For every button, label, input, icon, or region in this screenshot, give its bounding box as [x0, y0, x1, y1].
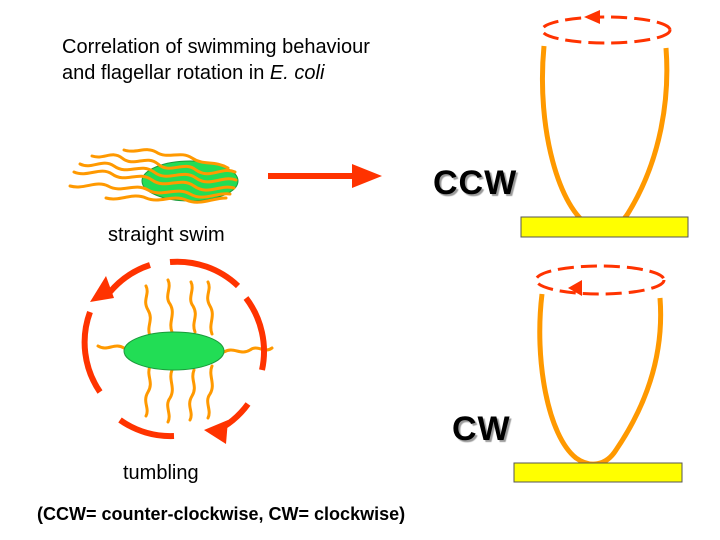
cell-body [123, 331, 225, 371]
cw-label: CW [452, 410, 511, 448]
cw-motor-base [513, 462, 683, 483]
title-line-1: Correlation of swimming behaviour [62, 36, 370, 58]
cw-flagellum-diagram [513, 264, 683, 483]
tumbling-flagella [96, 278, 274, 424]
flagella-bundle [68, 148, 238, 204]
cw-rotation-arrowhead [568, 280, 582, 296]
tumbling-bacterium [96, 278, 274, 424]
tumbling-rotation-arrows [81, 258, 267, 440]
title-line-2-prefix: and flagellar rotation in [62, 62, 270, 84]
cw-rotation-ring [534, 264, 666, 296]
title-species: E. coli [269, 62, 325, 84]
title-line-2: and flagellar rotation in E. coli [62, 60, 370, 86]
ccw-label: CCW [433, 164, 518, 202]
footnote: (CCW= counter-clockwise, CW= clockwise) [37, 504, 406, 524]
straight-swim-label: straight swim [108, 224, 225, 246]
rotation-arrowhead-bottom [204, 420, 228, 444]
tumbling-label: tumbling [123, 462, 199, 484]
straight-swim-bacterium [68, 148, 239, 204]
ccw-flagellum-diagram [520, 10, 689, 238]
diagram-title: Correlation of swimming behaviour and fl… [62, 34, 370, 86]
ccw-motor-base [520, 216, 689, 238]
cw-flagellum-hook [537, 293, 664, 467]
swim-direction-arrow [268, 164, 382, 188]
rotation-arrowhead-top [90, 276, 114, 302]
ccw-rotation-arrowhead [584, 10, 600, 24]
ccw-rotation-ring [540, 15, 672, 45]
ccw-flagellum-hook [539, 45, 670, 232]
